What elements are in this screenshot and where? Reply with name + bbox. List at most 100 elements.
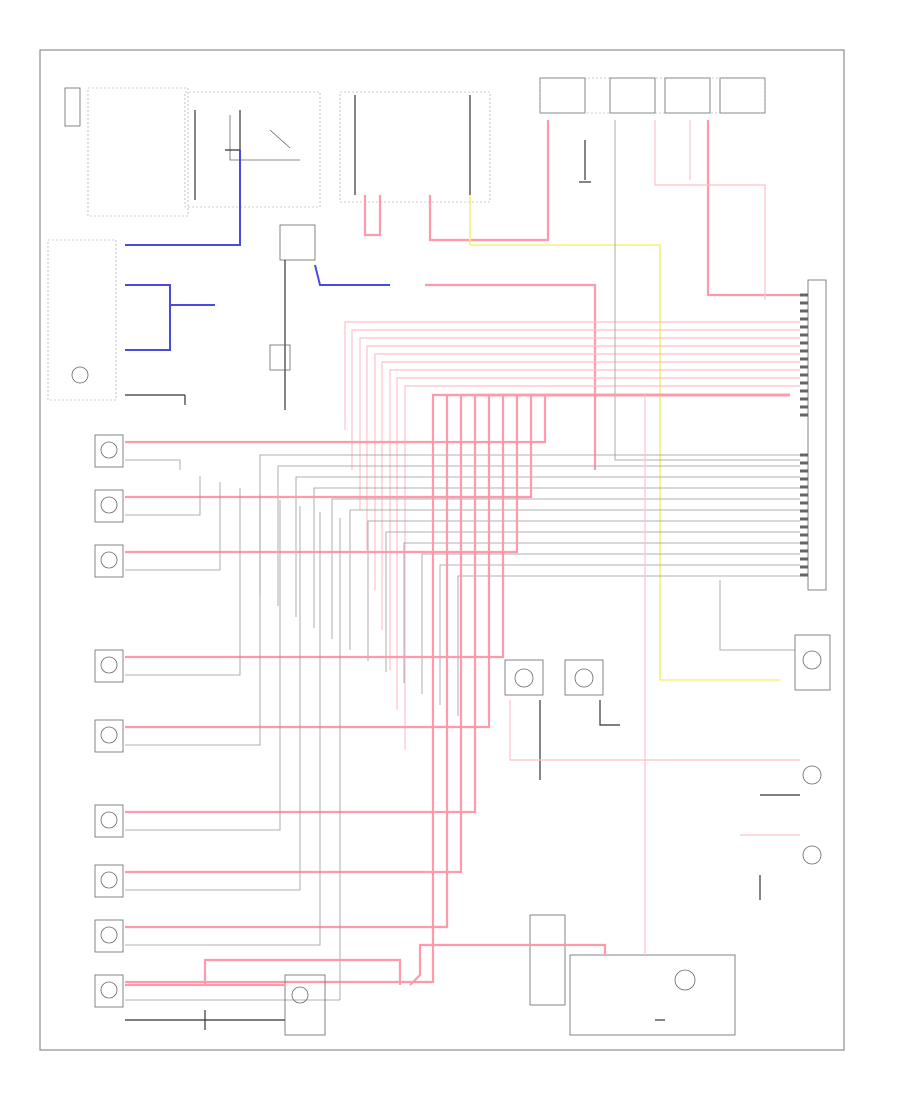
- bus-wire: [403, 542, 800, 683]
- ecu-pin: [800, 493, 808, 497]
- ecu-pin: [800, 533, 808, 537]
- bus-wire: [351, 329, 800, 470]
- ecu-pin: [800, 557, 808, 561]
- ecu-pin: [800, 453, 808, 457]
- diagram-frame: [39, 49, 845, 1051]
- sensor-body: [94, 974, 124, 1008]
- bus-wire: [614, 120, 800, 461]
- ecu-pin: [800, 413, 808, 417]
- ecu-pin: [800, 469, 808, 473]
- ecu-pin: [800, 397, 808, 401]
- sensor-ground-wire: [125, 512, 321, 946]
- ecu-pin: [800, 381, 808, 385]
- bus-wire: [295, 476, 800, 617]
- sensor-ground-wire: [125, 476, 201, 516]
- sensor-body: [94, 864, 124, 898]
- sensor-coil: [100, 726, 118, 744]
- bus-wire: [396, 377, 800, 710]
- red-feed-wires: [363, 120, 800, 470]
- sensor-body: [94, 434, 124, 468]
- sensor-body: [94, 489, 124, 523]
- bus-wire: [359, 337, 800, 510]
- sensor-signal-wire: [125, 393, 790, 814]
- ecu-pin: [800, 549, 808, 553]
- sensor-ground-wire: [125, 488, 241, 676]
- sensor-body: [94, 804, 124, 838]
- sensor-ground-wire: [125, 482, 221, 571]
- left-sensor-column: [94, 393, 790, 1008]
- sensor-signal-wire: [125, 393, 790, 929]
- bus-wire: [331, 498, 800, 639]
- ecu-pin: [800, 341, 808, 345]
- ecu-pin: [800, 509, 808, 513]
- ecu-pin: [800, 541, 808, 545]
- sensor-coil: [100, 811, 118, 829]
- sensor-coil: [100, 926, 118, 944]
- bus-wire: [366, 345, 800, 550]
- ecu-pin: [800, 349, 808, 353]
- sensor-ground-wire: [125, 459, 181, 470]
- junction-block-top: [339, 91, 491, 203]
- ecu-pin: [800, 389, 808, 393]
- sensor-coil: [100, 981, 118, 999]
- top-right-relays: [539, 77, 766, 114]
- ecu-pin: [800, 461, 808, 465]
- ecu-pin: [800, 573, 808, 577]
- ecu-pin: [800, 357, 808, 361]
- ecu-pin: [800, 477, 808, 481]
- sensor-signal-wire: [125, 393, 790, 444]
- blue-wires: [125, 150, 390, 351]
- bus-wire: [719, 580, 795, 651]
- right-lower-sensors: [740, 759, 822, 900]
- ecu-pin: [800, 325, 808, 329]
- bus-wire: [421, 553, 800, 694]
- switch-block-top: [184, 91, 321, 208]
- ecu-pin: [800, 405, 808, 409]
- bus-wire: [404, 385, 800, 750]
- sensor-signal-wire: [125, 393, 790, 874]
- sensor-coil: [100, 656, 118, 674]
- left-switch-block: [47, 239, 186, 405]
- sensor-body: [94, 919, 124, 953]
- bus-lines: [259, 120, 800, 750]
- ecu-pin: [800, 301, 808, 305]
- ecu-connector-right: [800, 279, 827, 591]
- bus-wire: [385, 531, 800, 672]
- center-wheel-sensors: [504, 659, 740, 780]
- ecu-pin: [800, 333, 808, 337]
- bus-wire: [367, 520, 800, 661]
- bus-wire: [439, 564, 800, 705]
- sensor-signal-wire: [125, 393, 790, 499]
- middle-relay: [269, 224, 316, 410]
- sensor-ground-wire: [125, 500, 281, 831]
- sensor-coil: [100, 551, 118, 569]
- fuse-box-top-left: [64, 87, 189, 217]
- sensor-body: [94, 719, 124, 753]
- sensor-body: [94, 544, 124, 578]
- sensor-signal-wire: [125, 393, 790, 659]
- sensor-ground-wire: [125, 494, 261, 746]
- yellow-wire: [469, 195, 780, 681]
- ecu-pin: [800, 309, 808, 313]
- ecu-pin: [800, 565, 808, 569]
- sensor-signal-wire: [125, 393, 790, 729]
- ecu-pin: [800, 293, 808, 297]
- sensor-ground-wire: [125, 518, 341, 1001]
- sensor-coil: [100, 496, 118, 514]
- bus-wire: [349, 509, 800, 650]
- right-sensor-mid: [794, 634, 831, 691]
- ecu-pin: [800, 517, 808, 521]
- bus-wire: [277, 465, 800, 606]
- sensor-coil: [100, 441, 118, 459]
- bottom-module: [409, 395, 736, 1036]
- ecu-pin: [800, 365, 808, 369]
- bottom-left-accessory: [125, 958, 402, 1036]
- ecu-pin: [800, 485, 808, 489]
- bus-wire: [313, 487, 800, 628]
- sensor-signal-wire: [125, 393, 790, 984]
- bus-wire: [374, 353, 800, 590]
- sensor-coil: [100, 871, 118, 889]
- bus-wire: [344, 321, 800, 430]
